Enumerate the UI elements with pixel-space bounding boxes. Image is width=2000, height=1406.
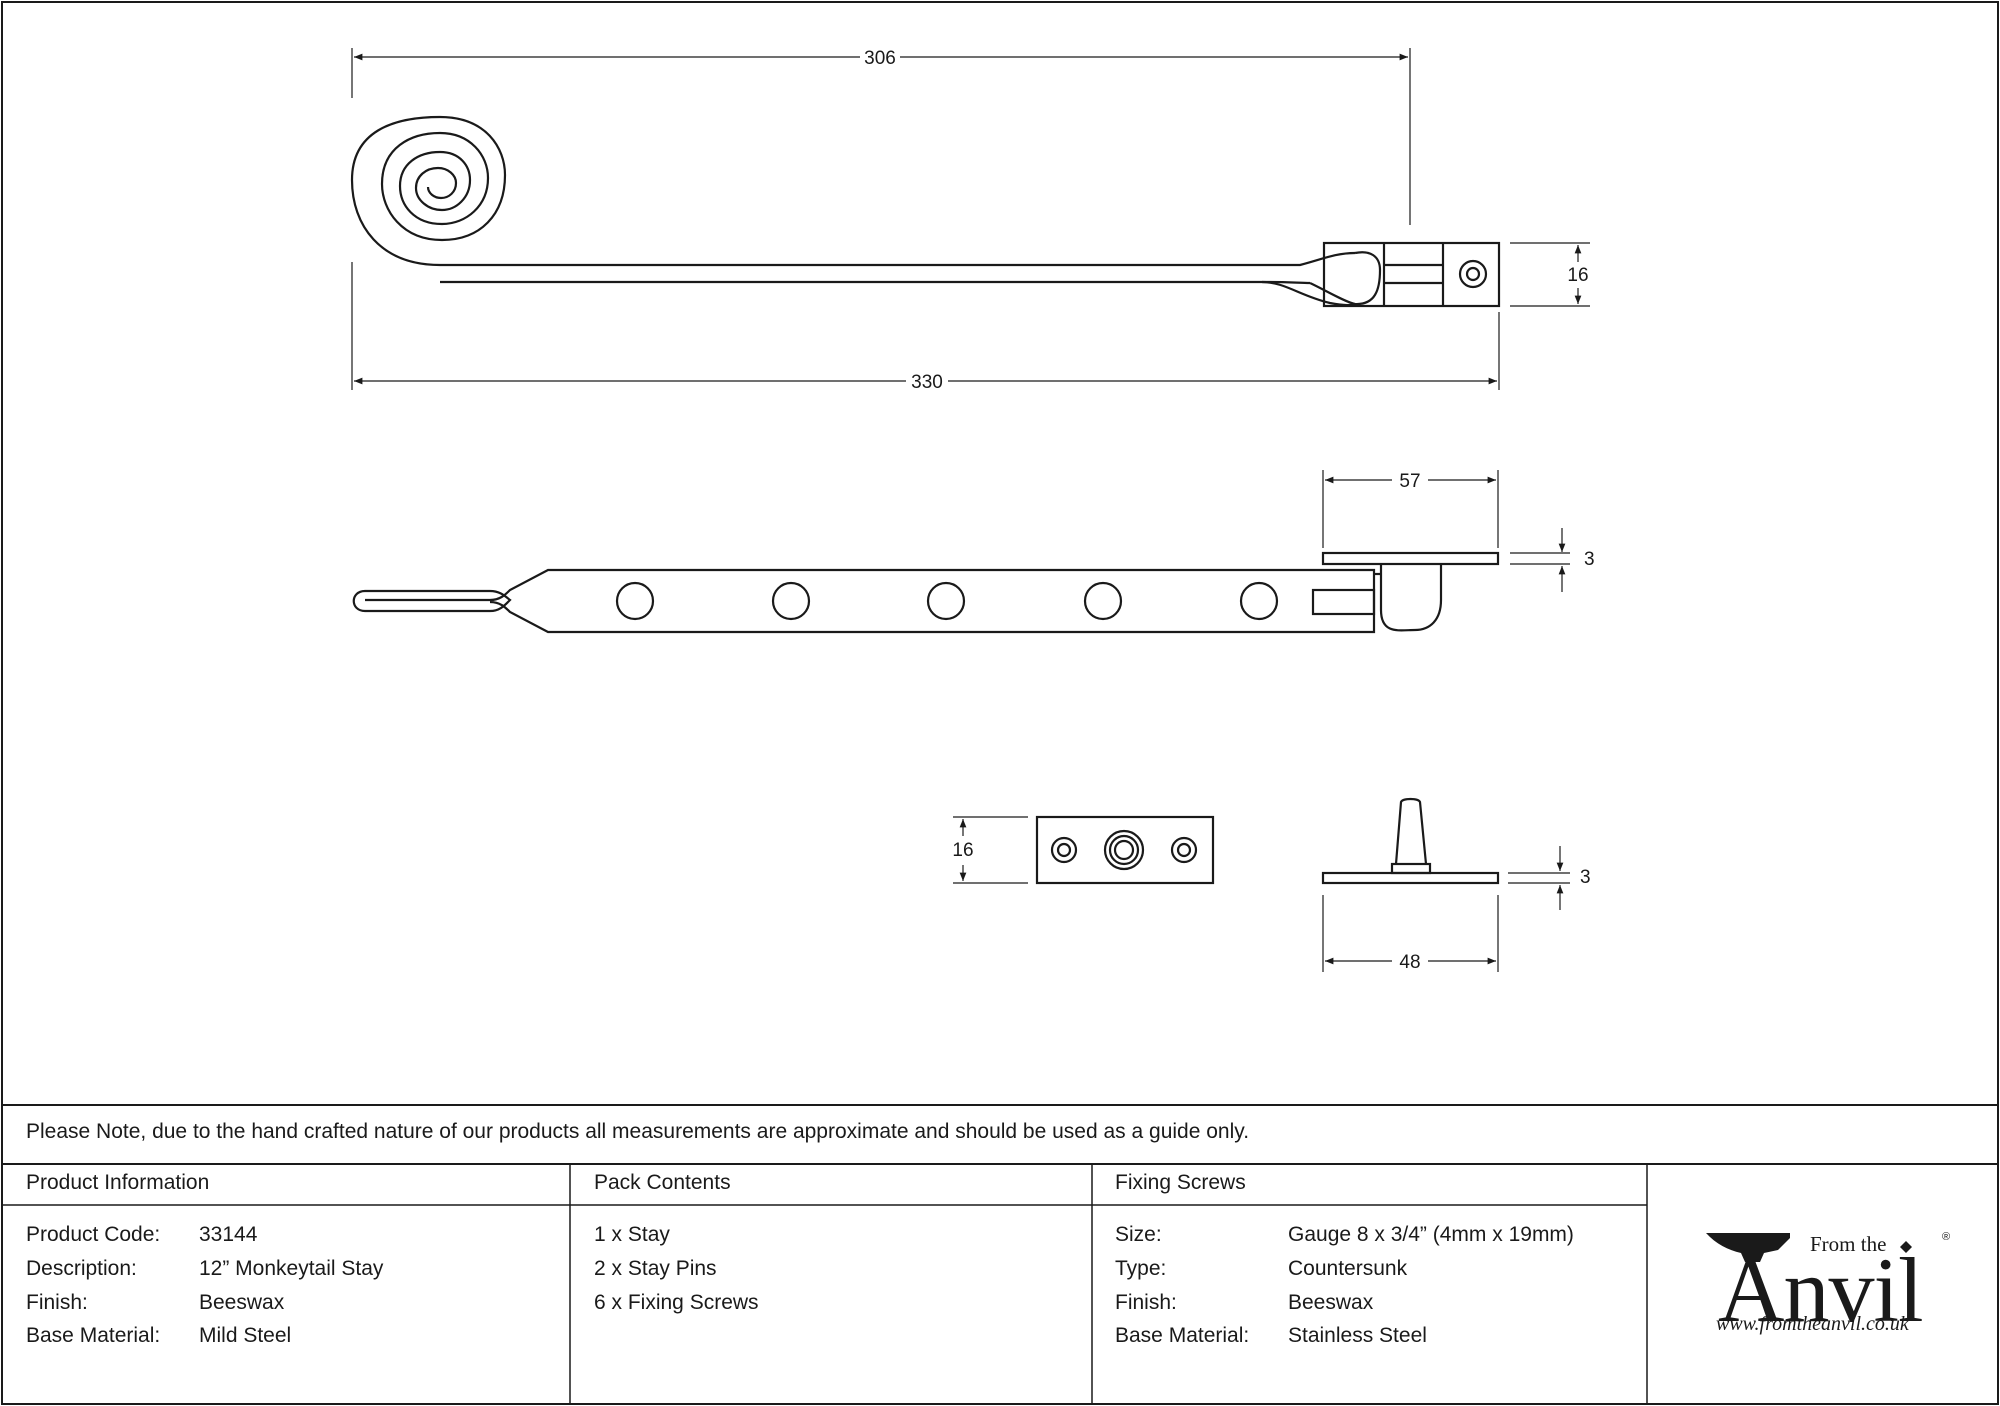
logo-registered-mark: ® — [1942, 1231, 1951, 1243]
pack-item: 2 x Stay Pins — [594, 1257, 717, 1280]
dim-16-top: 16 — [1567, 265, 1588, 286]
stay-side-rod — [365, 568, 1376, 634]
pin-side-view — [1321, 797, 1500, 885]
base-material-label: Base Material: — [26, 1324, 161, 1347]
stay-arm-tail — [1261, 280, 1356, 307]
side-hook — [1379, 564, 1443, 632]
pin-plan-view — [1035, 815, 1215, 885]
disclaimer-note: Please Note, due to the hand crafted nat… — [26, 1120, 1250, 1143]
pack-item: 1 x Stay — [594, 1223, 670, 1246]
stay-hole-3 — [926, 581, 966, 621]
stay-hinge-plate — [1322, 241, 1501, 308]
pin-side-plate — [1321, 871, 1500, 885]
dim-3-side: 3 — [1584, 549, 1595, 570]
product-code-label: Product Code: — [26, 1223, 161, 1246]
logo-from-the: From the — [1810, 1232, 1887, 1256]
dim-306: 306 — [864, 48, 896, 69]
screw-finish-value: Beeswax — [1288, 1291, 1374, 1314]
stay-side-rod-end — [352, 589, 490, 613]
stay-arm-knuckle — [1309, 251, 1382, 306]
dim-3-pin: 3 — [1580, 867, 1591, 888]
screw-material-label: Base Material: — [1115, 1324, 1250, 1347]
fixing-screws-heading: Fixing Screws — [1115, 1171, 1246, 1194]
hinge-screw-inner — [1465, 266, 1481, 282]
screw-size-label: Size: — [1115, 1223, 1162, 1246]
pin-shaft — [1394, 797, 1428, 865]
screw-finish-label: Finish: — [1115, 1291, 1177, 1314]
screw-type-label: Type: — [1115, 1257, 1167, 1280]
dim-330: 330 — [911, 372, 943, 393]
stay-arm-top-edge — [439, 251, 1356, 267]
diamond-icon — [1900, 1241, 1912, 1253]
screw-size-value: Gauge 8 x 3/4” (4mm x 19mm) — [1288, 1223, 1574, 1246]
screw-material-value: Stainless Steel — [1288, 1324, 1427, 1347]
logo-anvil-wordmark: Anvil — [1718, 1239, 1924, 1341]
pack-item: 6 x Fixing Screws — [594, 1291, 759, 1314]
pack-contents-heading: Pack Contents — [594, 1171, 731, 1194]
description-label: Description: — [26, 1257, 137, 1280]
stay-hole-2 — [771, 581, 811, 621]
dim-48: 48 — [1399, 952, 1420, 973]
stay-hole-1 — [615, 581, 655, 621]
stay-hole-5 — [1239, 581, 1279, 621]
logo-url: www.fromtheanvil.co.uk — [1716, 1313, 1909, 1335]
side-plate — [1321, 551, 1500, 566]
finish-label: Finish: — [26, 1291, 88, 1314]
base-material-value: Mild Steel — [199, 1324, 292, 1347]
dim-16-pin: 16 — [952, 840, 973, 861]
stay-hole-4 — [1083, 581, 1123, 621]
stay-top-view — [350, 115, 1501, 308]
monkeytail-scroll — [350, 115, 507, 267]
stay-side-view — [352, 551, 1500, 634]
product-code-value: 33144 — [199, 1223, 258, 1246]
dim-57: 57 — [1399, 471, 1420, 492]
product-info-heading: Product Information — [26, 1171, 210, 1194]
screw-type-value: Countersunk — [1288, 1257, 1408, 1280]
description-value: 12” Monkeytail Stay — [199, 1257, 384, 1280]
anvil-logo-icon — [1706, 1233, 1790, 1262]
pin-plate — [1035, 815, 1215, 885]
hinge-screw-outer — [1458, 259, 1488, 289]
finish-value: Beeswax — [199, 1291, 285, 1314]
stay-arm-bottom-edge — [439, 280, 1311, 285]
stay-slot — [1311, 588, 1376, 616]
